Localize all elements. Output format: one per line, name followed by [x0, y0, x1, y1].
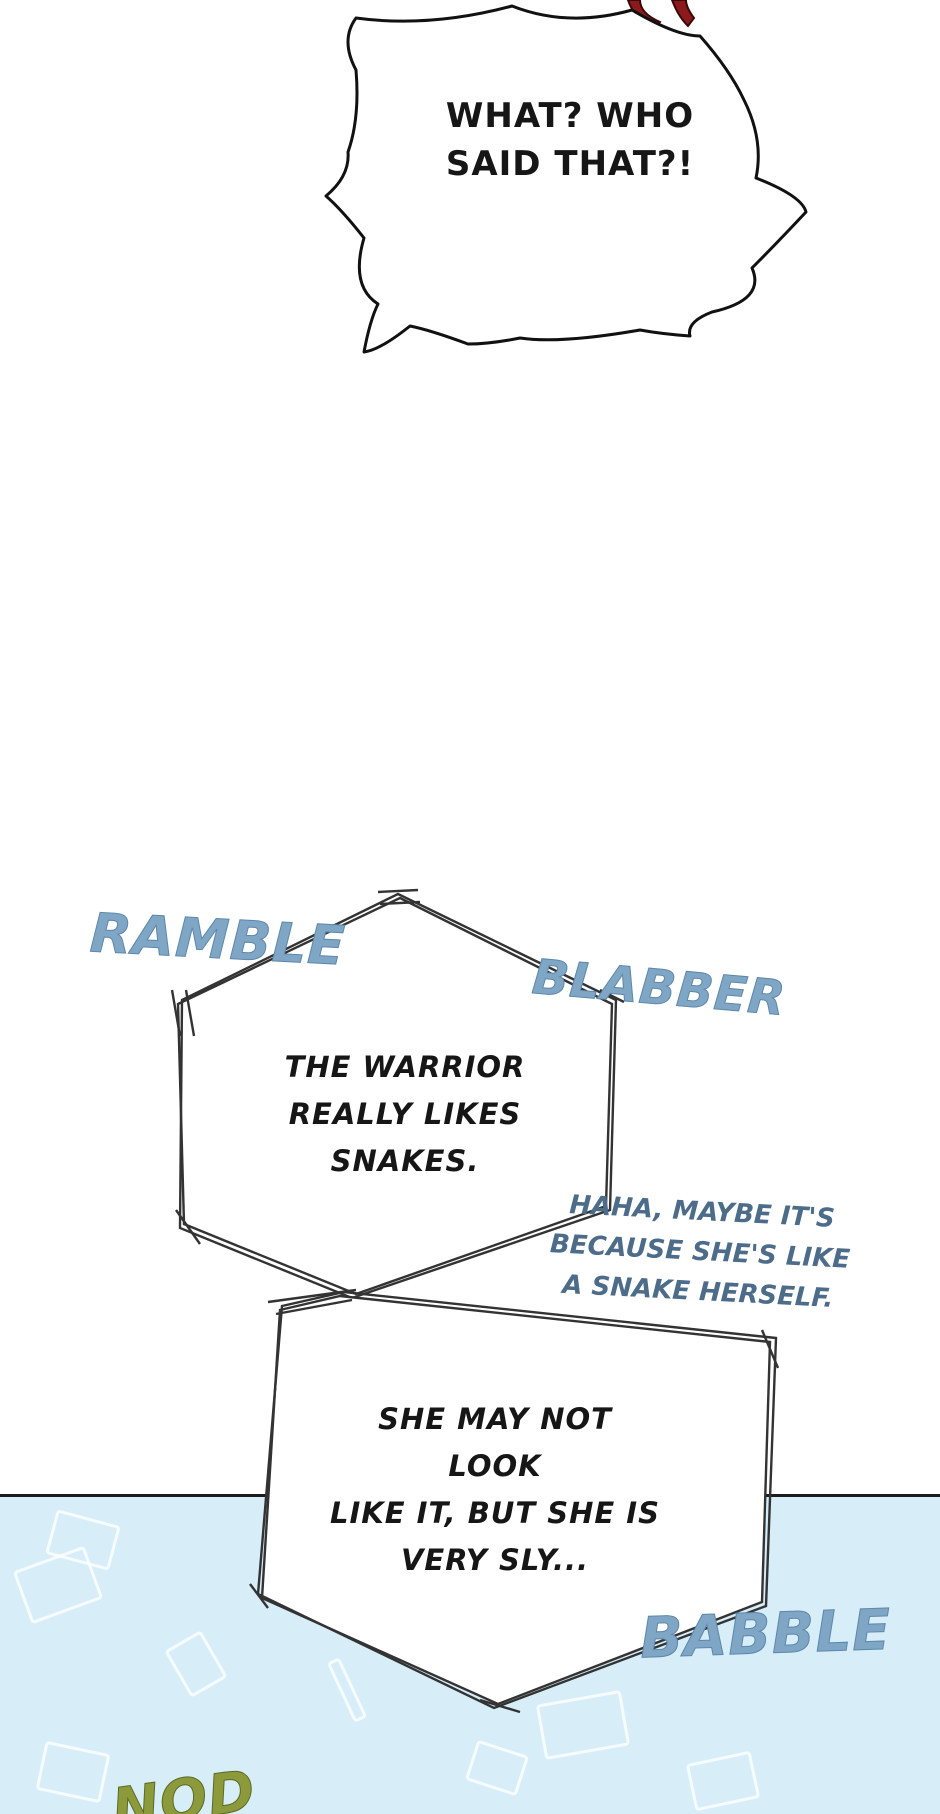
sfx-ramble: RAMBLE [88, 901, 348, 978]
sfx-babble: BABBLE [638, 1597, 893, 1672]
thought-bubble-1-text: THE WARRIOR REALLY LIKES SNAKES. [284, 1050, 526, 1178]
speech-bubble-text: WHAT? WHO SAID THAT?! [445, 96, 695, 184]
hexagon-bubble-1 [170, 888, 625, 1300]
speech-bubble-outline [324, 4, 808, 354]
thought-bubble-2-text: SHE MAY NOT LOOK LIKE IT, BUT SHE IS VER… [330, 1402, 660, 1577]
hexagon-bubble-2 [249, 1288, 780, 1714]
character-hair-strand [670, 0, 696, 28]
whisper-text: HAHA, MAYBE IT'S BECAUSE SHE'S LIKE A SN… [549, 1190, 851, 1315]
